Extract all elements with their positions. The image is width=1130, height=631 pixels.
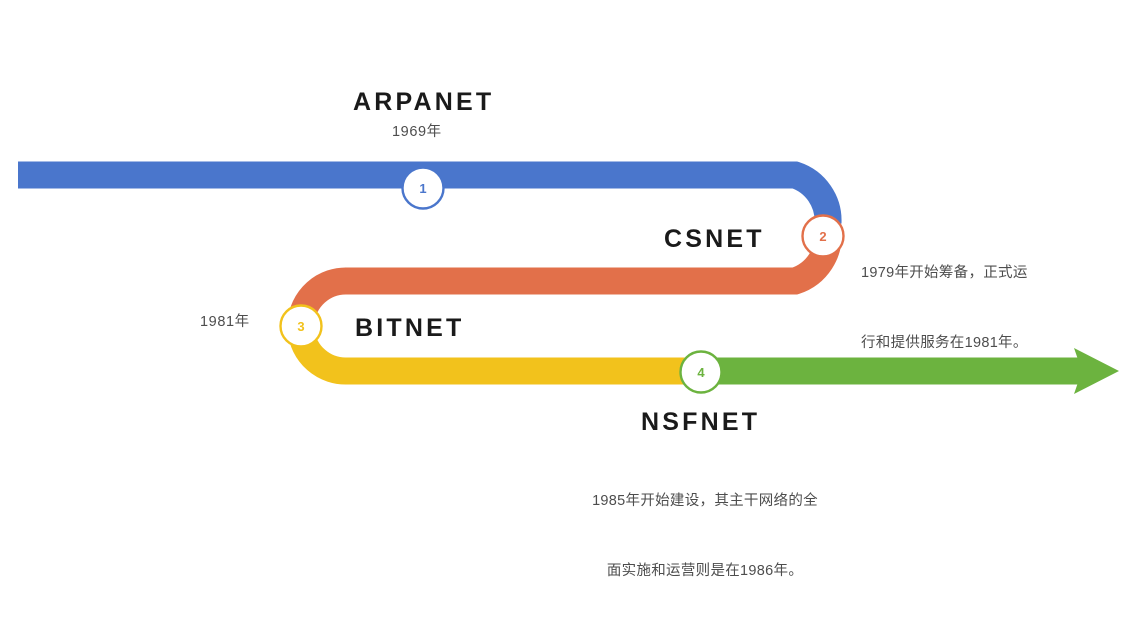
description-csnet-line2: 行和提供服务在1981年。 <box>861 335 1028 352</box>
marker-label-4: 4 <box>697 365 705 380</box>
description-nsfnet-line1: 1985年开始建设，其主干网络的全 <box>592 492 818 509</box>
description-csnet: 1979年开始筹备，正式运 行和提供服务在1981年。 <box>861 215 1028 403</box>
marker-label-2: 2 <box>819 229 826 244</box>
timeline-diagram: 1 2 3 4 ARPANET 1969年 CSNET 1979年开始筹备，正式… <box>18 88 1119 579</box>
marker-label-3: 3 <box>297 319 304 334</box>
marker-circle-2[interactable] <box>801 214 845 258</box>
milestone-title-nsfnet: NSFNET <box>641 408 761 436</box>
year-note-arpanet: 1969年 <box>392 124 442 140</box>
year-note-bitnet: 1981年 <box>200 314 250 330</box>
milestone-title-csnet: CSNET <box>664 225 765 253</box>
milestone-title-arpanet: ARPANET <box>353 88 495 116</box>
marker-circle-3[interactable] <box>279 304 323 348</box>
milestone-title-bitnet: BITNET <box>355 314 465 342</box>
description-nsfnet-line2: 面实施和运营则是在1986年。 <box>606 563 804 580</box>
arrowhead-icon <box>1074 348 1119 394</box>
marker-circle-4[interactable] <box>679 350 723 394</box>
description-nsfnet: 1985年开始建设，其主干网络的全 面实施和运营则是在1986年。 <box>575 443 835 631</box>
description-csnet-line1: 1979年开始筹备，正式运 <box>861 264 1028 281</box>
marker-label-1: 1 <box>419 181 426 196</box>
marker-circle-1[interactable] <box>401 166 445 210</box>
flow-arrow-graphic: 1 2 3 4 <box>18 161 1119 394</box>
